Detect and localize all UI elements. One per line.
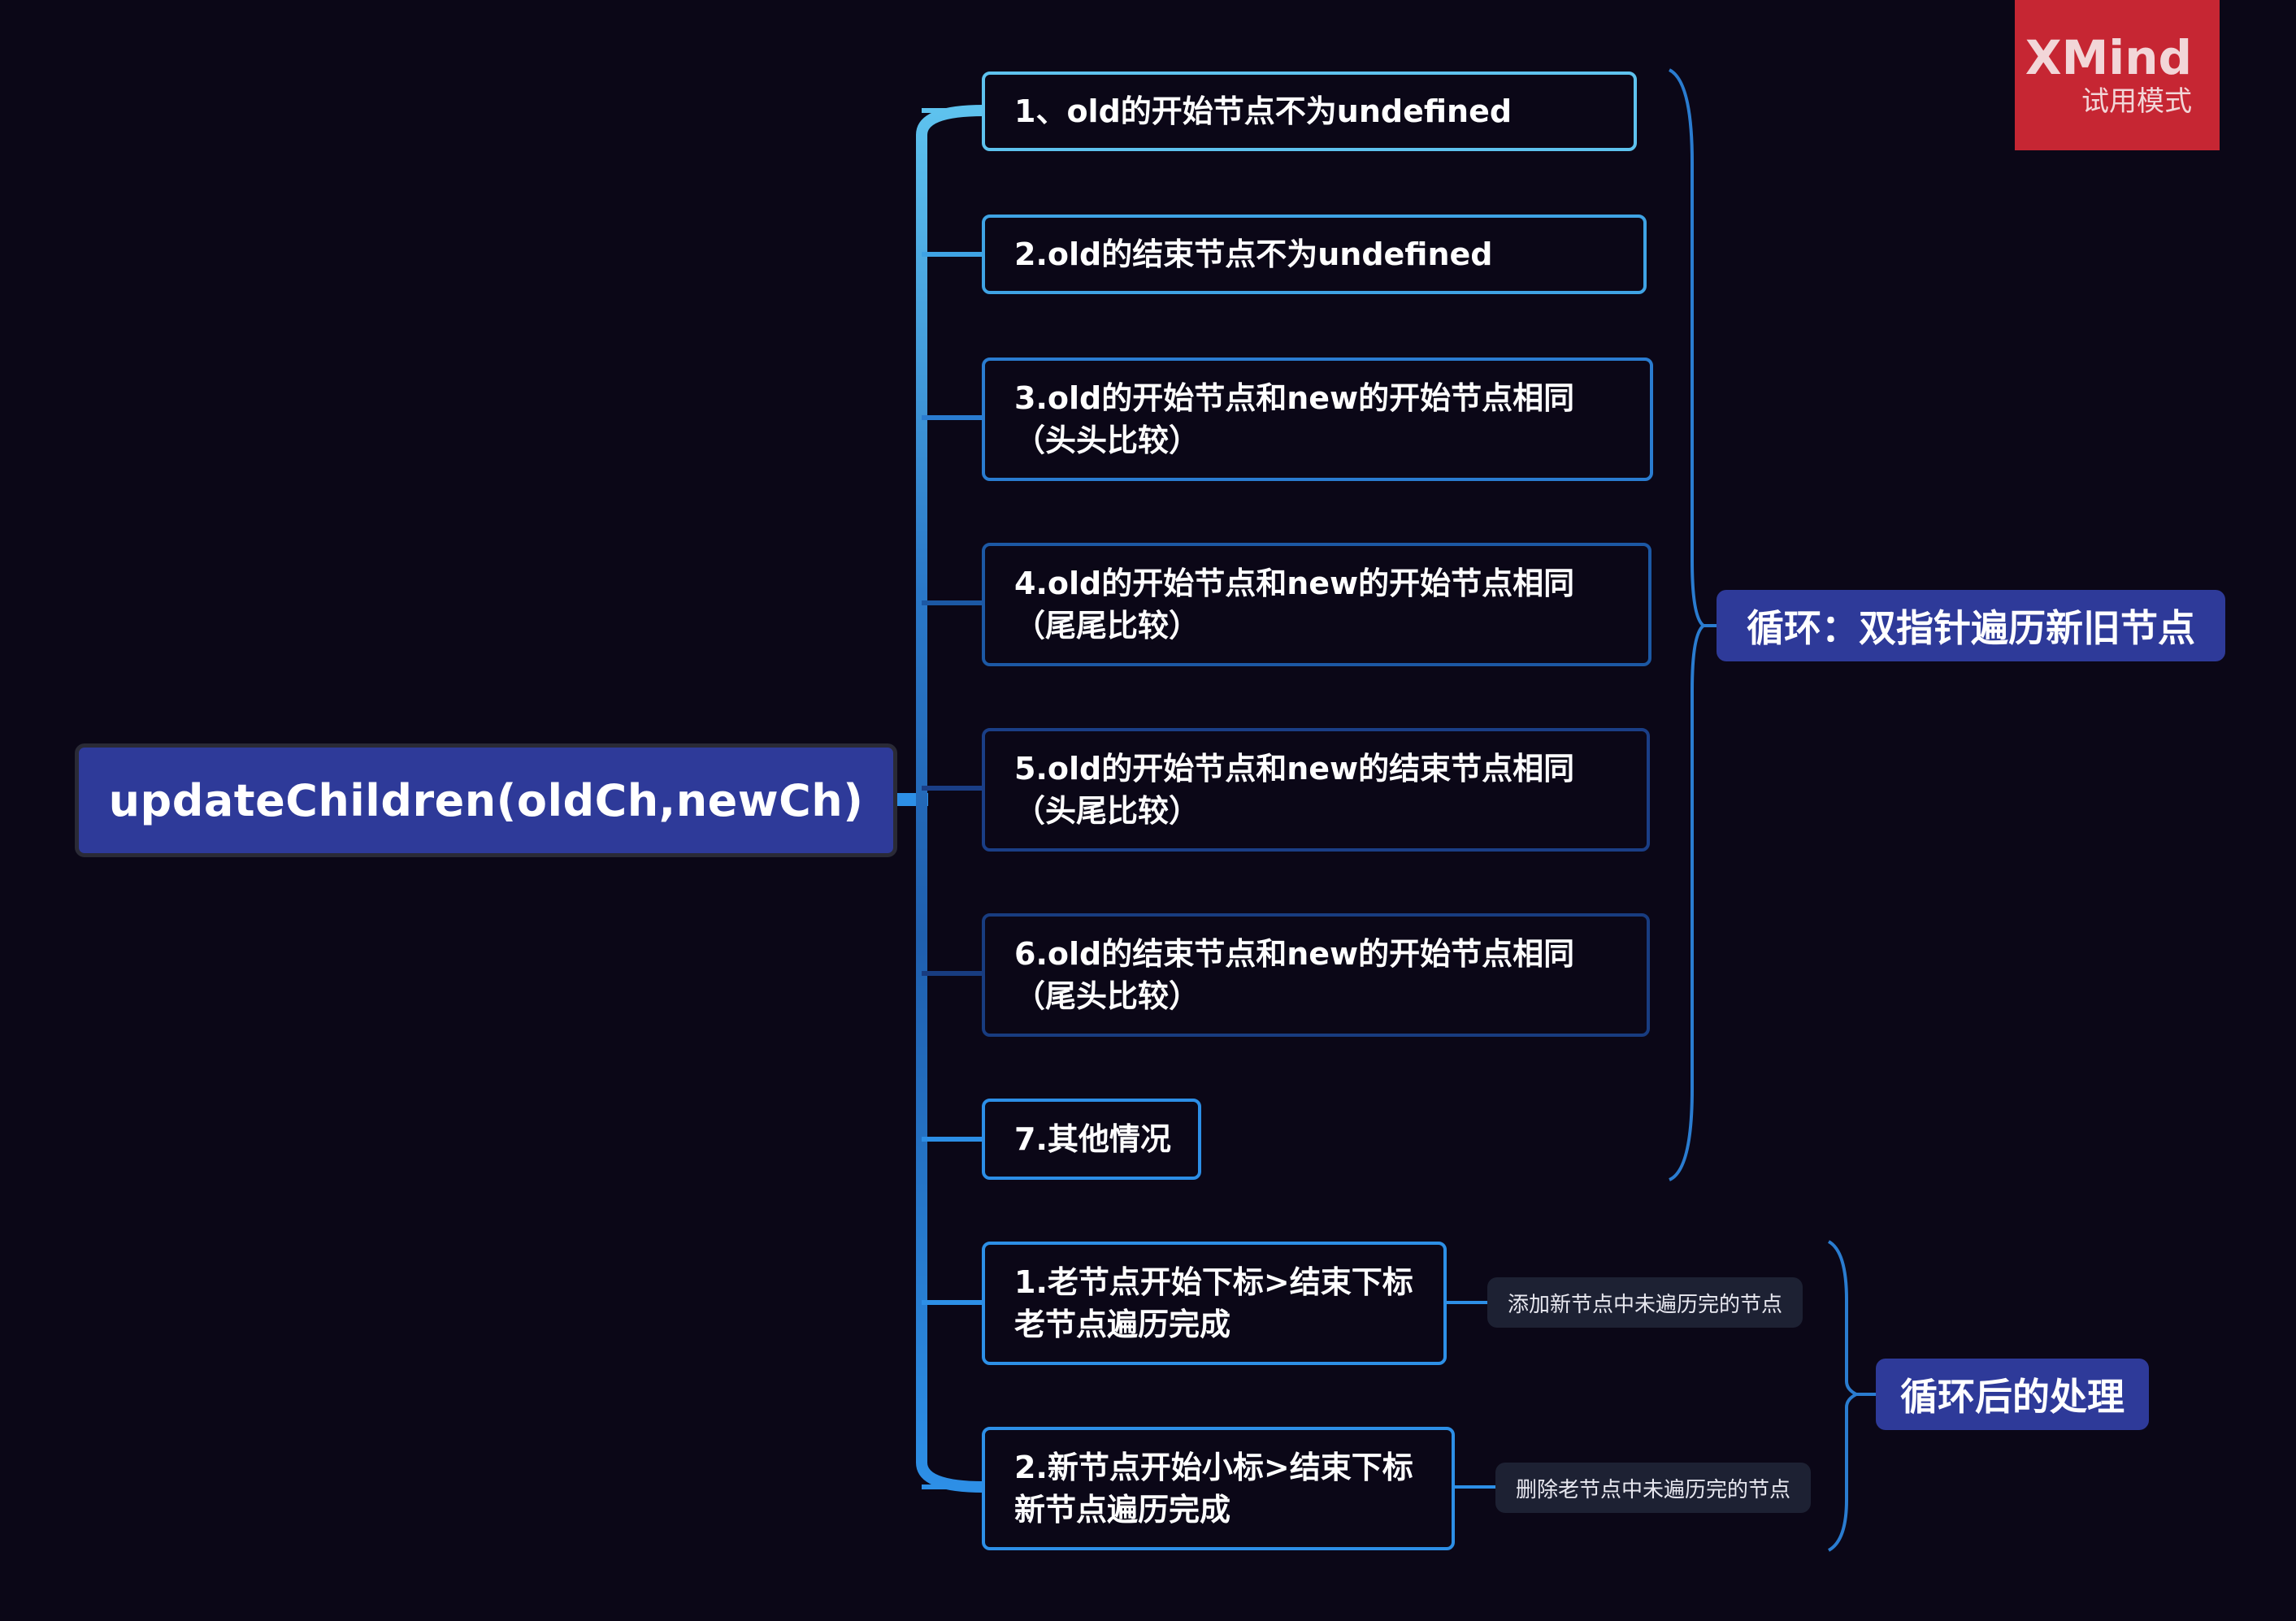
watermark-brand: XMind [2025, 29, 2192, 85]
note-add-new-nodes[interactable]: 添加新节点中未遍历完的节点 [1487, 1277, 1803, 1328]
topic-condition-6[interactable]: 6.old的结束节点和new的开始节点相同 （尾头比较） [982, 913, 1650, 1037]
xmind-trial-watermark: XMind 试用模式 [2015, 0, 2220, 150]
branch-trunk [916, 105, 984, 1493]
topic-condition-5[interactable]: 5.old的开始节点和new的结束节点相同 （头尾比较） [982, 728, 1650, 852]
topic-condition-3[interactable]: 3.old的开始节点和new的开始节点相同 （头头比较） [982, 358, 1653, 481]
topic-condition-2[interactable]: 2.old的结束节点不为undefined [982, 215, 1647, 294]
summary-brace-after [1827, 1240, 1860, 1552]
topic-post-loop-1[interactable]: 1.老节点开始下标>结束下标 老节点遍历完成 [982, 1242, 1447, 1365]
summary-after-loop[interactable]: 循环后的处理 [1876, 1359, 2149, 1430]
topic-post-loop-2[interactable]: 2.新节点开始小标>结束下标 新节点遍历完成 [982, 1427, 1455, 1550]
topic-condition-7[interactable]: 7.其他情况 [982, 1099, 1201, 1180]
summary-loop[interactable]: 循环：双指针遍历新旧节点 [1717, 590, 2225, 661]
note-remove-old-nodes[interactable]: 删除老节点中未遍历完的节点 [1495, 1463, 1811, 1513]
topic-condition-4[interactable]: 4.old的开始节点和new的开始节点相同 （尾尾比较） [982, 543, 1651, 666]
topic-condition-1[interactable]: 1、old的开始节点不为undefined [982, 72, 1637, 151]
root-topic[interactable]: updateChildren(oldCh,newCh) [75, 743, 897, 857]
summary-brace-loop [1668, 68, 1707, 1181]
watermark-subtitle: 试用模式 [2081, 85, 2192, 118]
